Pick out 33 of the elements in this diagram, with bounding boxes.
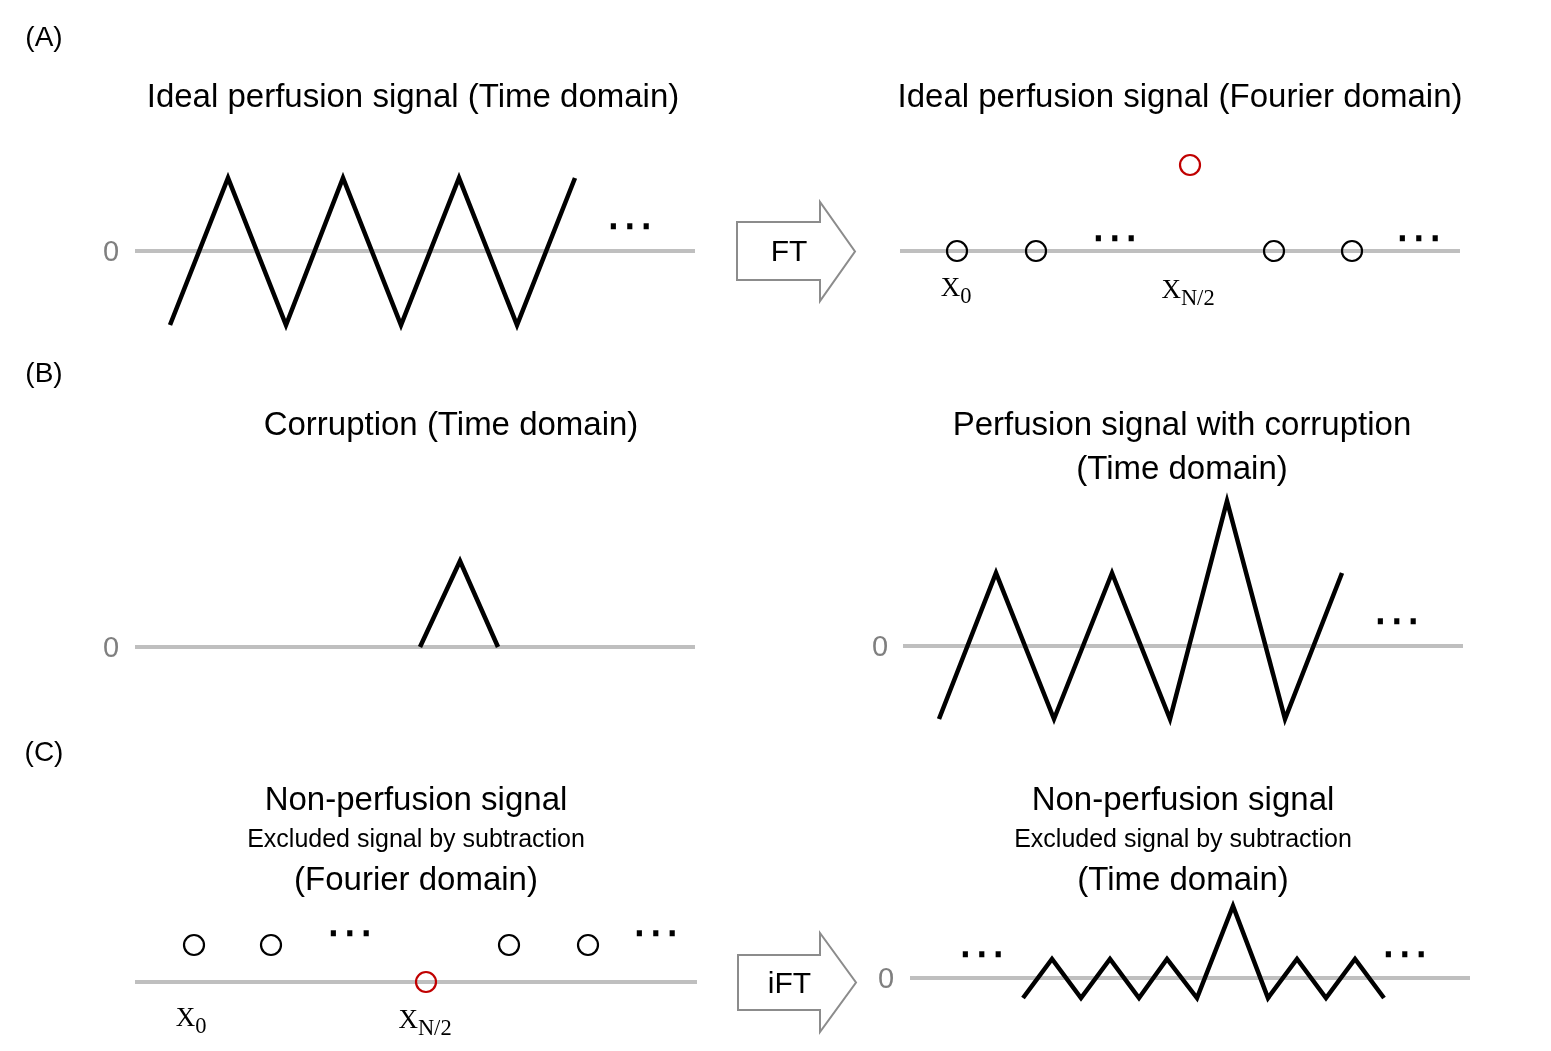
axis-zero-label: 0 — [877, 960, 895, 996]
ellipsis: ⋯ — [1394, 229, 1444, 245]
plot-title: Ideal perfusion signal (Time domain) — [146, 76, 680, 116]
transform-label: iFT — [767, 965, 812, 1000]
axis-zero-label: 0 — [102, 233, 120, 269]
plot-title: (Fourier domain) — [294, 859, 538, 899]
plot-title: Corruption (Time domain) — [263, 404, 639, 444]
ellipsis: ⋯ — [631, 924, 681, 940]
panel-label: (B) — [25, 356, 63, 390]
coefficient-label: X$_{N/2}$ — [398, 1003, 452, 1041]
coefficient-label: X$_{N/2}$ — [1161, 273, 1215, 311]
plot-subtitle: Excluded signal by subtraction — [247, 823, 585, 853]
ellipsis: ⋯ — [1380, 945, 1430, 961]
panel-label: (A) — [25, 20, 63, 54]
coefficient-label: X$_{0}$ — [940, 271, 972, 309]
ellipsis: ⋯ — [1090, 229, 1140, 245]
ellipsis: ⋯ — [325, 924, 375, 940]
axis-zero-label: 0 — [102, 629, 120, 665]
plot-title: Perfusion signal with corruption (Time domain) — [951, 404, 1413, 488]
ellipsis: ⋯ — [605, 217, 655, 233]
plot-title: Non-perfusion signal — [1031, 779, 1335, 819]
axis-zero-label: 0 — [871, 628, 889, 664]
panel-label: (C) — [24, 735, 64, 769]
plot-title: Non-perfusion signal — [264, 779, 568, 819]
plot-subtitle: Excluded signal by subtraction — [1014, 823, 1352, 853]
block-arrow — [736, 201, 857, 302]
ellipsis: ⋯ — [957, 945, 1007, 961]
plot-title: Ideal perfusion signal (Fourier domain) — [897, 76, 1463, 116]
coefficient-label: X$_{0}$ — [175, 1001, 207, 1039]
transform-label: FT — [770, 233, 808, 269]
plot-title: (Time domain) — [1077, 859, 1289, 899]
block-arrow — [737, 932, 858, 1033]
ellipsis: ⋯ — [1372, 612, 1422, 628]
